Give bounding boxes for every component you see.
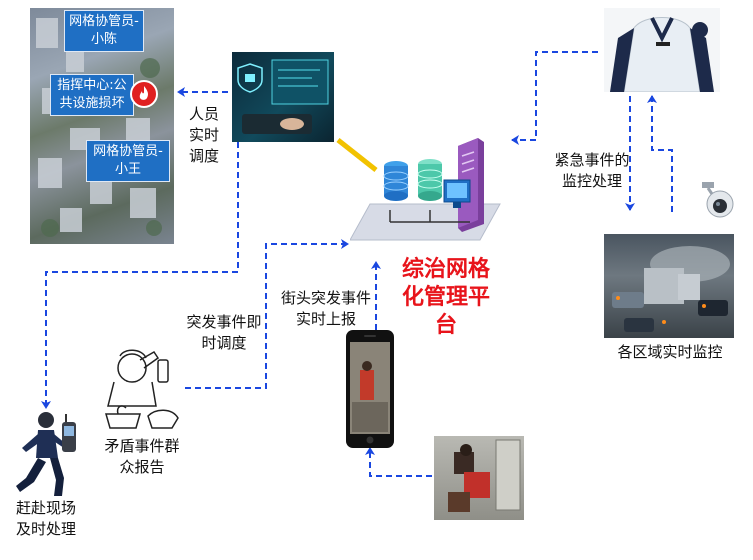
caller-sketch-image	[100, 346, 182, 432]
arrow-report-to-platform	[185, 239, 349, 389]
label-sudden-dispatch: 突发事件即时调度	[186, 313, 262, 352]
database-teal-icon	[417, 159, 443, 201]
tag-officer-xiaowang: 网格协管员-小王	[86, 140, 170, 182]
label-personnel-dispatch: 人员实时调度	[188, 105, 219, 165]
incident-scene-graphic	[448, 439, 521, 512]
smartphone-image	[346, 330, 394, 448]
security-screen-graphic	[237, 59, 329, 134]
monitor-icon	[443, 179, 471, 208]
label-emergency-monitor: 紧急事件的监控处理	[554, 151, 630, 190]
arrow-camera-up	[647, 95, 673, 212]
arrow-platform-to-officer	[41, 122, 239, 409]
yellow-connector-line	[336, 138, 378, 172]
guard-uniform-graphic	[610, 17, 714, 92]
label-street-report: 街头突发事件实时上报	[280, 289, 371, 328]
tag-officer-xiaochen: 网格协管员-小陈	[64, 10, 144, 52]
region-monitor-image	[604, 234, 734, 338]
arrow-guard-to-platform	[511, 51, 598, 145]
platform-title: 综治网格化管理平台	[401, 257, 490, 338]
arrow-photo-to-phone	[365, 447, 432, 477]
incident-photo-image	[434, 436, 524, 520]
fire-alarm-icon	[130, 80, 158, 108]
tag-command-center: 指挥中心:公共设施损坏	[50, 74, 134, 116]
running-officer-image	[8, 408, 80, 500]
security-guard-image	[604, 8, 720, 92]
platform-server-graphic	[349, 128, 510, 246]
label-conflict-report: 矛盾事件群众报告	[104, 437, 180, 476]
cctv-camera-icon	[698, 180, 738, 220]
label-region-monitor: 各区域实时监控	[617, 343, 723, 361]
dispatch-computer-image	[232, 52, 334, 142]
label-rush-scene: 赶赴现场及时处理	[15, 499, 76, 538]
traffic-scene-graphic	[612, 246, 730, 332]
database-blue-icon	[383, 161, 409, 201]
